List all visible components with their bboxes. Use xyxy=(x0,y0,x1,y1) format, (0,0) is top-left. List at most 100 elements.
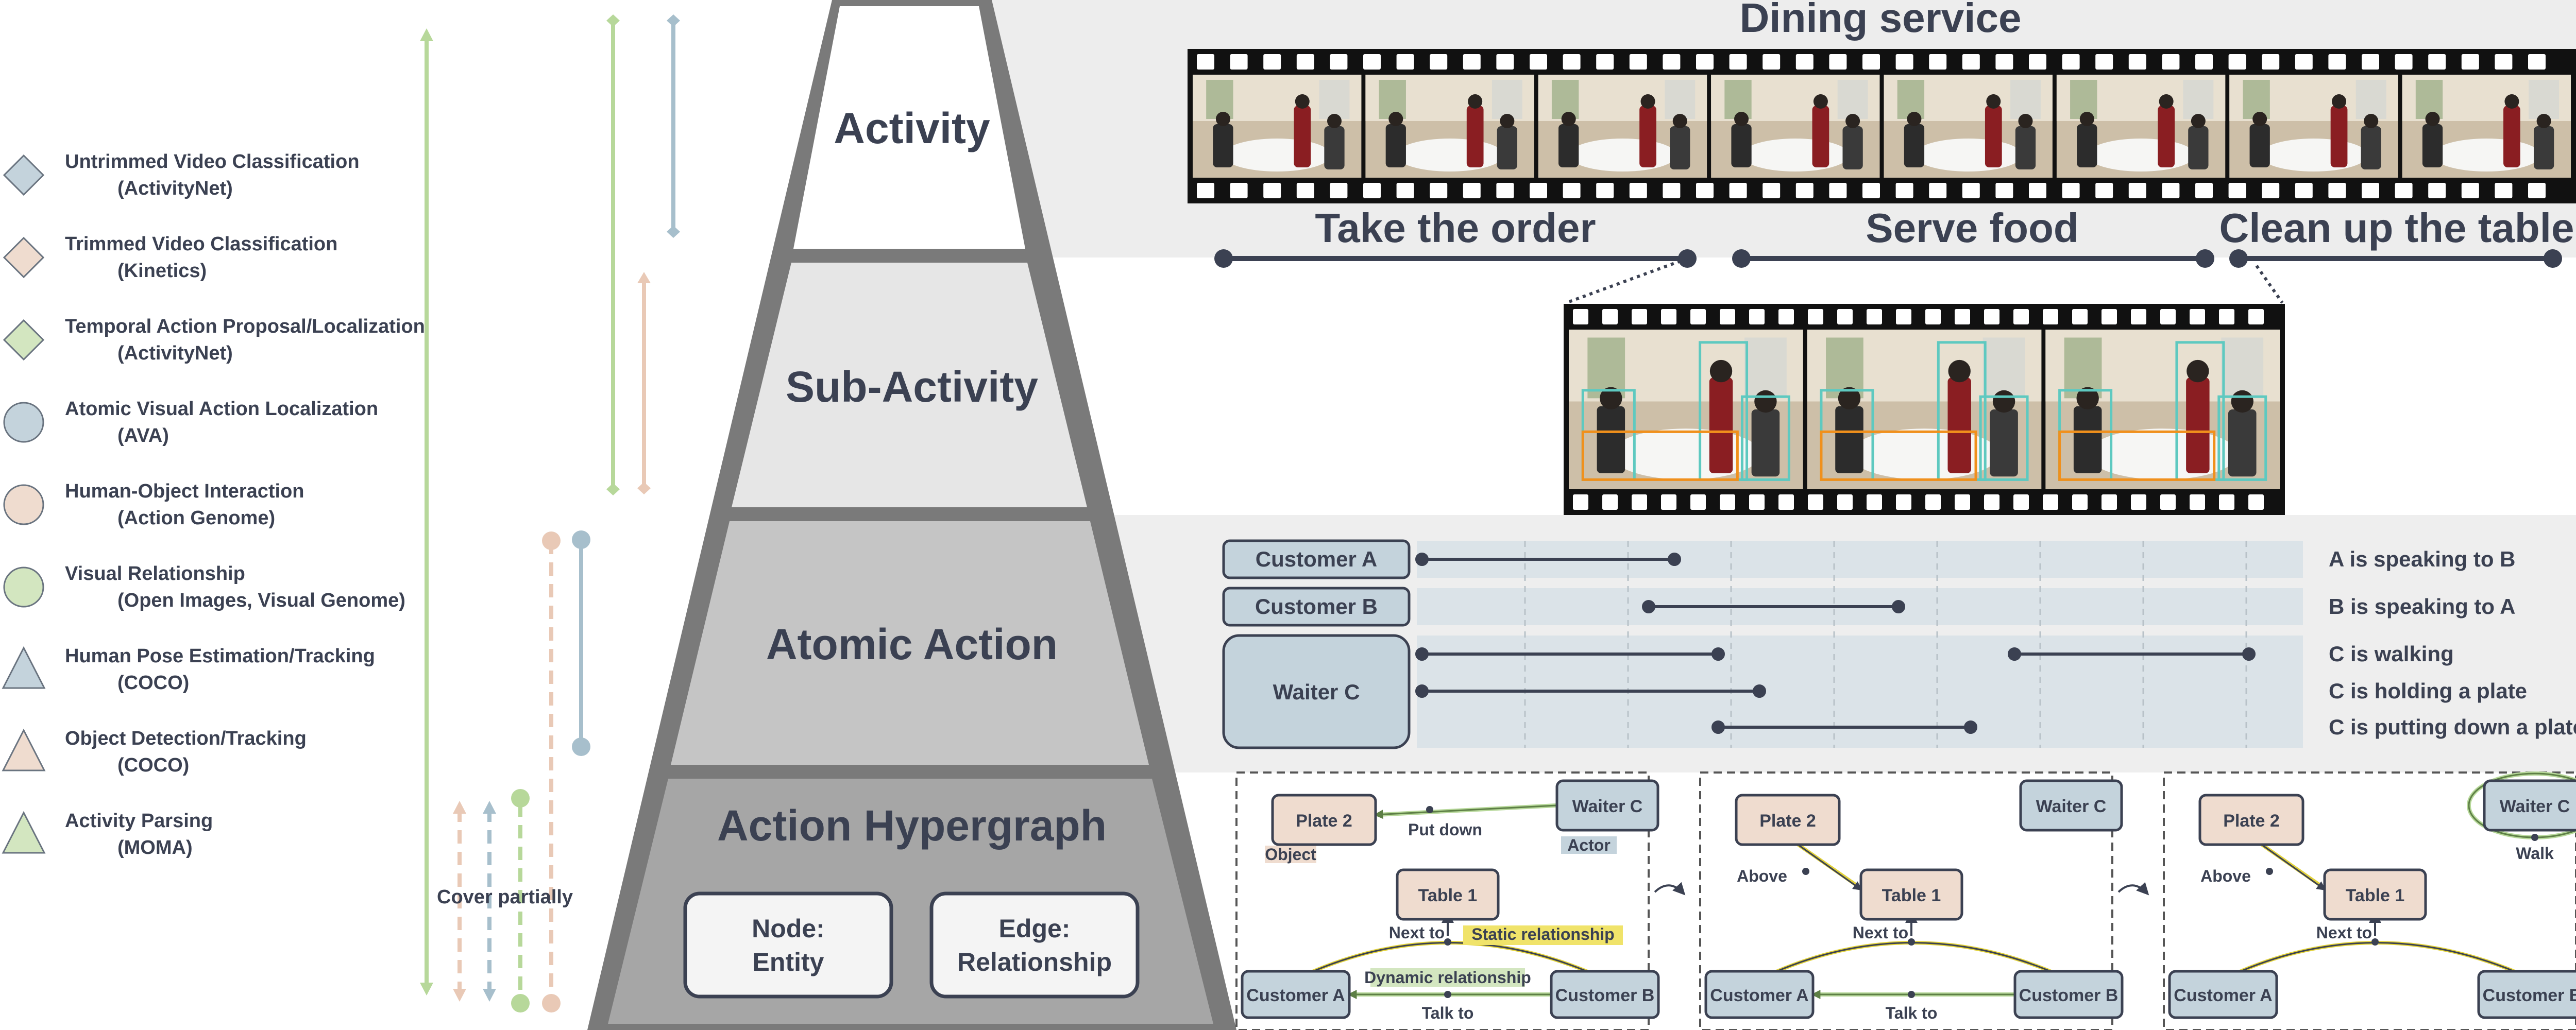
graph-edge-label: Above xyxy=(2200,867,2251,885)
sprocket-hole xyxy=(1795,54,1814,70)
sprocket-hole xyxy=(2128,183,2146,198)
legend: Untrimmed Video Classification (ActivityN… xyxy=(2,151,425,859)
legend-task-label: Untrimmed Video Classification xyxy=(65,151,360,173)
legend-dataset-label: (Open Images, Visual Genome) xyxy=(117,590,405,611)
circle-marker-icon xyxy=(3,402,44,443)
person-bounding-box xyxy=(2217,395,2267,481)
graph-edge-label: Talk to xyxy=(1422,1004,1474,1022)
sprocket-hole xyxy=(2262,54,2280,70)
sprocket-hole xyxy=(1778,494,1794,510)
sprocket-hole xyxy=(1530,183,1547,198)
graph-edge-label: Static relationship xyxy=(1471,925,1614,943)
sprocket-hole xyxy=(2328,183,2346,198)
sprocket-hole xyxy=(2102,494,2117,510)
sprocket-hole xyxy=(1632,494,1647,510)
action-label-0: A is speaking to B xyxy=(2329,547,2516,571)
sprocket-hole xyxy=(2328,54,2346,70)
sprocket-hole xyxy=(1749,494,1765,510)
sprocket-hole xyxy=(1690,309,1706,324)
graph-node-label: Customer A xyxy=(1246,986,1345,1005)
sub-activity-timeline: Take the order Serve food Clean up the t… xyxy=(1214,205,2574,304)
sprocket-hole xyxy=(2395,54,2413,70)
legend-task-label: Atomic Visual Action Localization xyxy=(65,398,378,420)
actor-waiter-c xyxy=(1222,634,1411,749)
sprocket-hole xyxy=(1463,183,1481,198)
graph-node xyxy=(1735,794,1841,846)
action-label-4: C is putting down a plate xyxy=(2329,715,2576,739)
graph-edge-label: Next to xyxy=(1853,923,1908,942)
video-frame xyxy=(1365,75,1534,178)
legend-item: Trimmed Video Classification(Kinetics) xyxy=(3,233,337,282)
graph-node xyxy=(1550,970,1660,1019)
sprocket-hole xyxy=(1690,494,1706,510)
graph-edge-label: Next to xyxy=(1389,923,1445,942)
sprocket-hole xyxy=(2195,183,2213,198)
graph-node xyxy=(1555,779,1659,832)
sprocket-hole xyxy=(2043,309,2058,324)
node-box-line1: Node: xyxy=(752,914,825,943)
legend-dataset-label: (AVA) xyxy=(117,425,169,447)
legend-task-label: Temporal Action Proposal/Localization xyxy=(65,316,425,337)
legend-item: Activity Parsing(MOMA) xyxy=(2,810,213,859)
sprocket-hole xyxy=(1762,54,1781,70)
sprocket-hole xyxy=(1330,183,1348,198)
sprocket-hole xyxy=(2262,183,2280,198)
sub-activity-label-1: Serve food xyxy=(1866,205,2078,251)
sprocket-hole xyxy=(2160,494,2176,510)
sprocket-hole xyxy=(2461,54,2479,70)
sprocket-hole xyxy=(2043,494,2058,510)
sprocket-hole xyxy=(2228,183,2246,198)
sprocket-hole xyxy=(1197,183,1214,198)
sprocket-hole xyxy=(1230,183,1248,198)
transition-arrow-1 xyxy=(1654,882,1686,896)
sprocket-hole xyxy=(2029,54,2046,70)
sprocket-hole xyxy=(1230,54,1248,70)
legend-item: Human Pose Estimation/Tracking(COCO) xyxy=(2,645,375,694)
sprocket-hole xyxy=(2248,494,2264,510)
sprocket-hole xyxy=(1862,183,1880,198)
cover-partially-label: Cover partially xyxy=(437,886,573,908)
circle-marker-icon xyxy=(3,566,44,608)
sprocket-hole xyxy=(2362,183,2379,198)
graph-edge-label: Next to xyxy=(2316,923,2372,942)
object-bounding-box xyxy=(1581,430,1739,481)
video-frame xyxy=(2045,330,2280,489)
sprocket-hole xyxy=(2190,309,2205,324)
graph-node-label: Table 1 xyxy=(2346,886,2405,905)
person-bounding-box xyxy=(1979,395,2029,481)
pyramid: Activity Sub-Activity Atomic Action Acti… xyxy=(587,0,1236,1030)
sprocket-hole xyxy=(2131,309,2146,324)
graph-node-label: Customer A xyxy=(2174,986,2272,1005)
sprocket-hole xyxy=(1829,54,1847,70)
graph-node xyxy=(1271,794,1377,846)
action-label-1: B is speaking to A xyxy=(2329,594,2516,619)
sprocket-hole xyxy=(1895,54,1913,70)
sprocket-hole xyxy=(1895,183,1913,198)
graph-node xyxy=(2198,794,2304,846)
triangle-marker-icon xyxy=(2,646,46,689)
graph-node-label: Plate 2 xyxy=(2223,811,2280,831)
edge-box-line1: Edge: xyxy=(999,914,1071,943)
sprocket-hole xyxy=(2095,54,2113,70)
sprocket-hole xyxy=(1962,54,1980,70)
graph-node-label: Table 1 xyxy=(1418,886,1478,905)
sprocket-hole xyxy=(1867,309,1882,324)
graph-edge-label: Walk xyxy=(2516,844,2554,863)
sprocket-hole xyxy=(1749,309,1765,324)
sprocket-hole xyxy=(2528,54,2546,70)
node-entity-box xyxy=(683,891,893,999)
sprocket-hole xyxy=(1808,494,1823,510)
graph-node xyxy=(2019,779,2123,832)
sprocket-hole xyxy=(2128,54,2146,70)
sprocket-hole xyxy=(1696,183,1714,198)
video-frame xyxy=(1569,330,1803,489)
legend-dataset-label: (Kinetics) xyxy=(117,260,207,282)
sprocket-hole xyxy=(2495,183,2513,198)
legend-dataset-label: (ActivityNet) xyxy=(117,342,233,364)
filmstrip-sub-activity xyxy=(1564,304,2285,515)
sprocket-hole xyxy=(1663,54,1681,70)
